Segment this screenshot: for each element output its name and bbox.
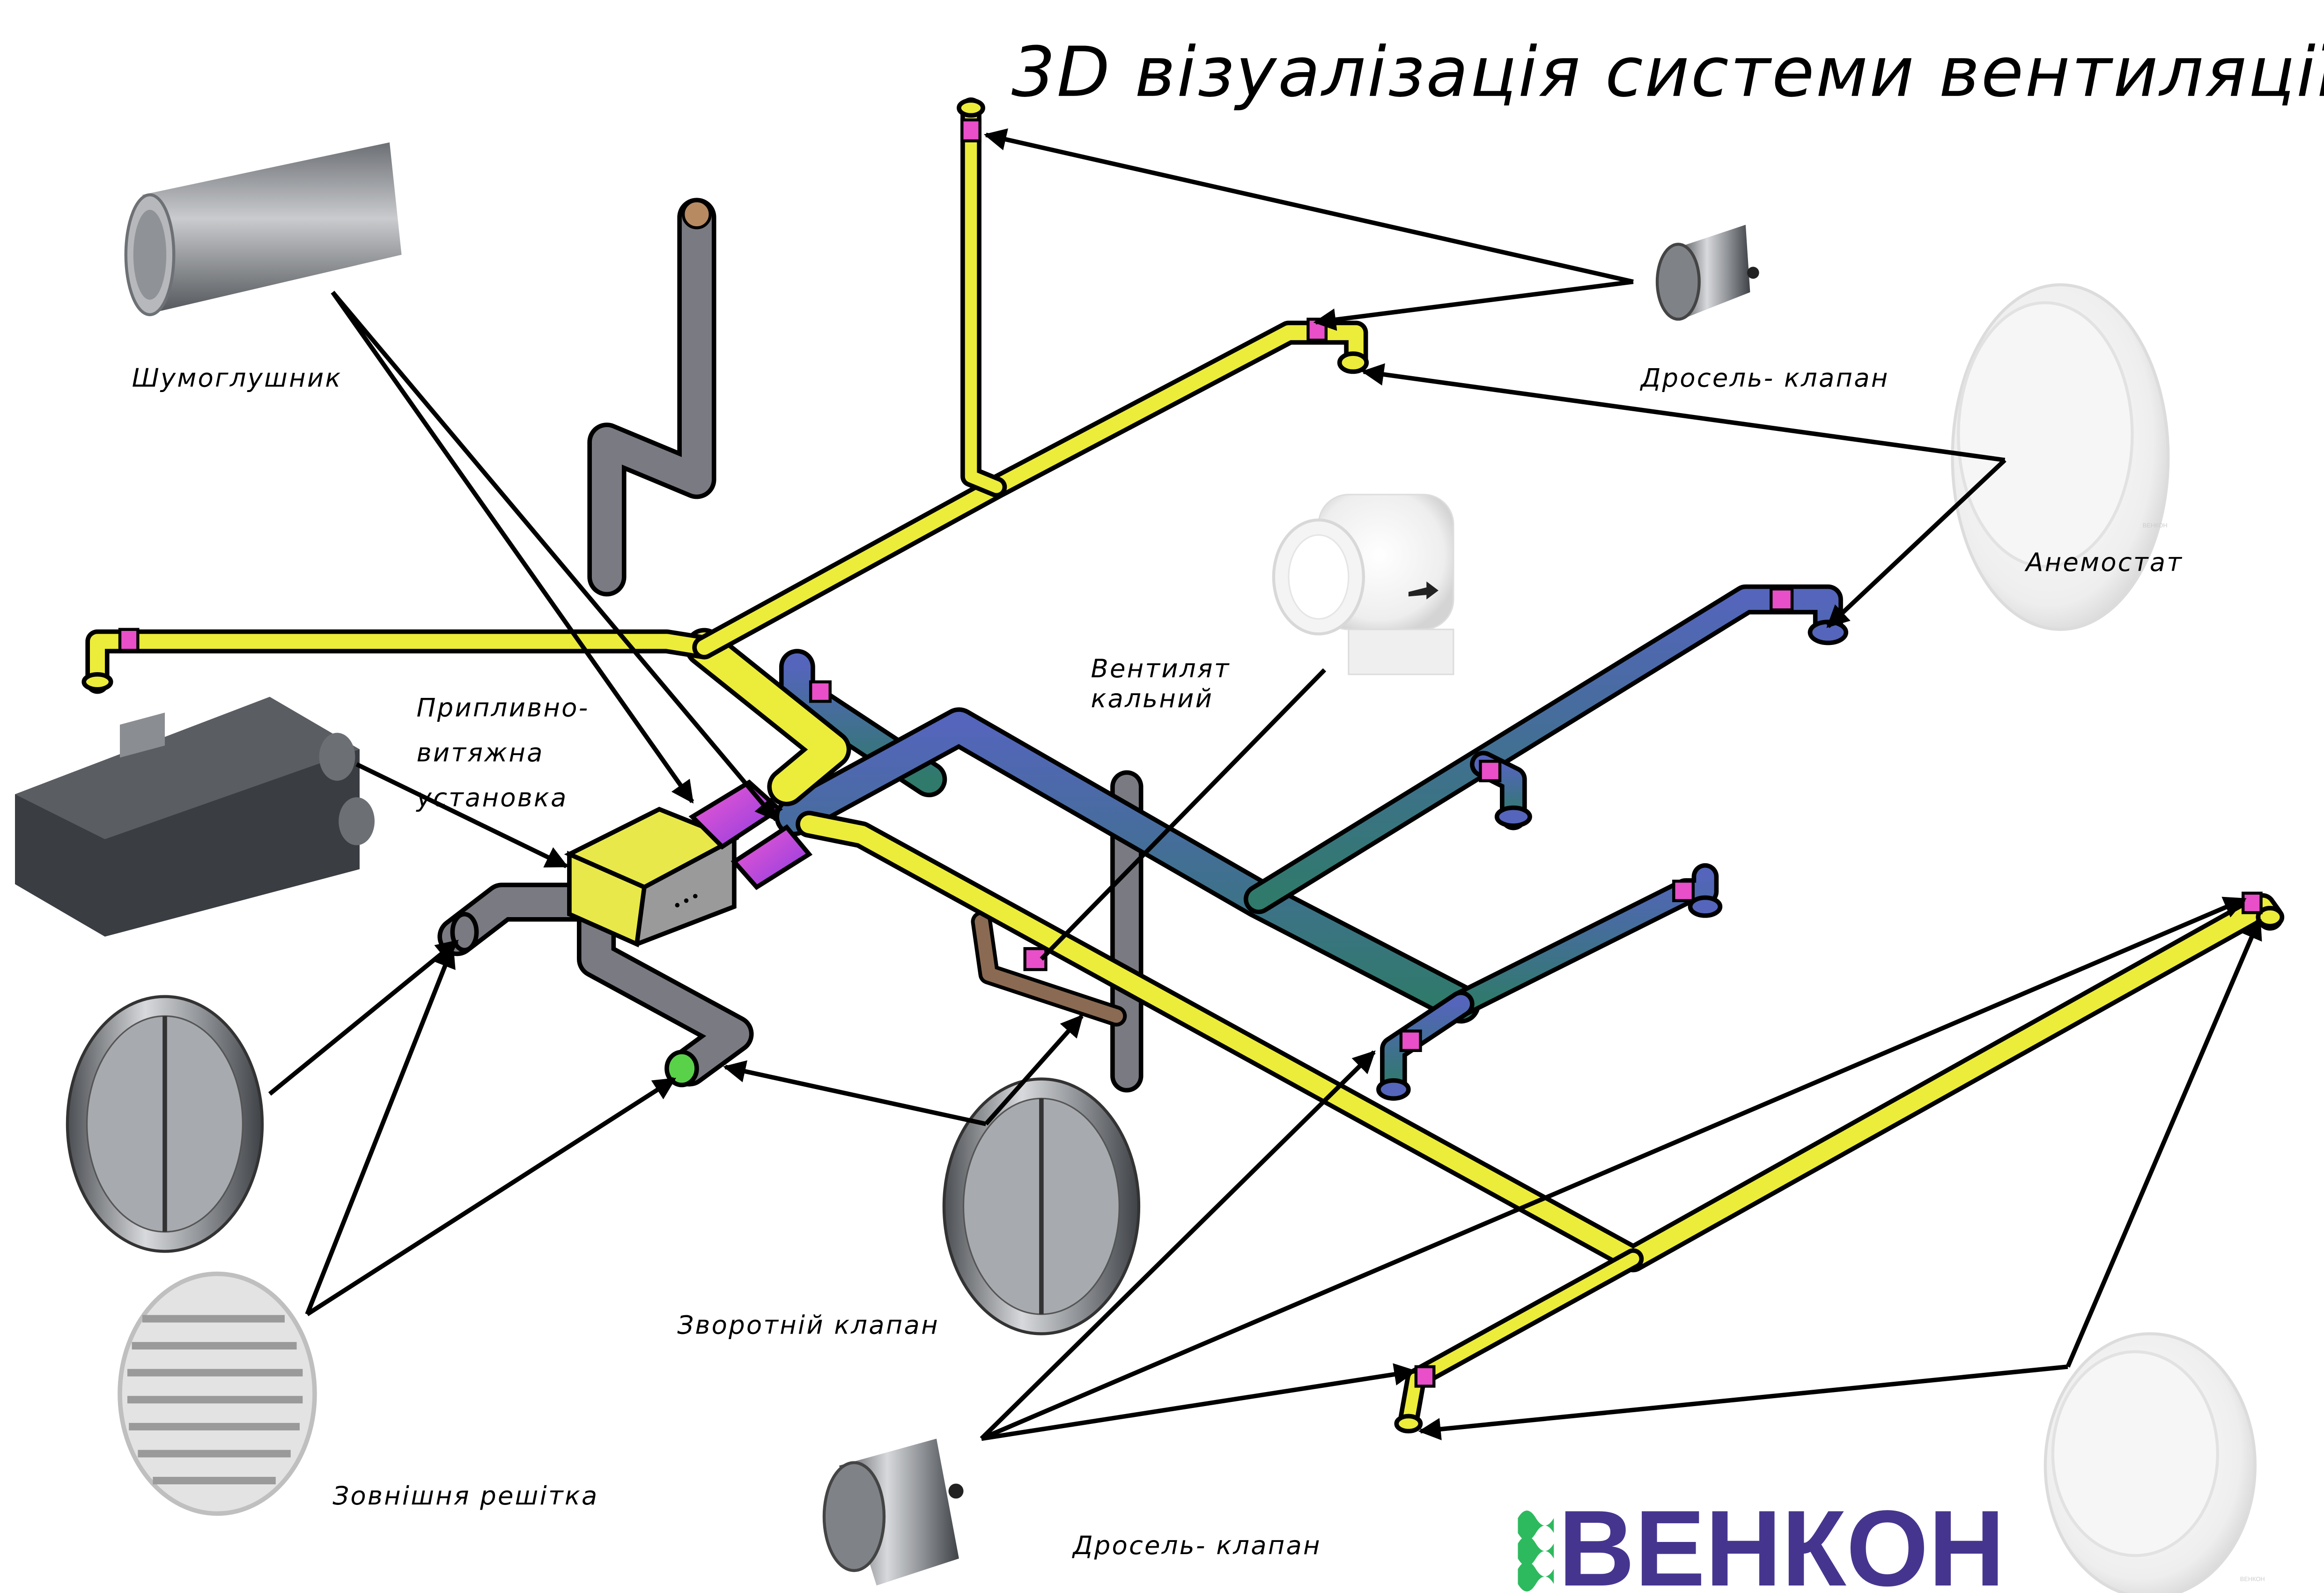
pointer-anemostat-top-1	[1361, 363, 2006, 462]
stack-cap-icon	[681, 199, 712, 230]
label-ahu-line-1: Припливно-	[417, 693, 590, 722]
damper-marker-icon	[1479, 760, 1502, 783]
pointer-throttle-top-1	[983, 128, 1634, 284]
damper-marker-icon	[118, 628, 140, 652]
label-outdoor-grille: Зовнішня решітка	[332, 1481, 598, 1511]
pointer-anemostat-bottom-2	[1418, 1364, 2068, 1441]
logo-waves-icon	[1518, 1511, 1554, 1592]
label-throttle-top: Дросель- клапан	[1640, 363, 1889, 393]
outdoor-intake-duct	[437, 882, 754, 1088]
anemostat-icon: ВЕНКОН	[2044, 1332, 2265, 1593]
exhaust-duct-network	[775, 584, 1849, 1101]
label-fan-line-1: Вентилят	[1091, 654, 1231, 683]
watermark-logo: ВЕНКОН	[2240, 1575, 2265, 1582]
pointer-silencer-1	[331, 291, 694, 804]
throttle-valve-icon	[1655, 224, 1759, 321]
pointer-silencer-2	[331, 290, 778, 822]
outdoor-grille-icon	[118, 1271, 317, 1516]
pointer-ahu	[355, 762, 568, 868]
label-ahu-line-3: установка	[416, 783, 568, 812]
damper-marker-icon	[960, 118, 981, 142]
anemostat-icon: ВЕНКОН	[1951, 283, 2170, 631]
outdoor-duct-group	[437, 198, 1144, 1093]
pointer-arrows	[268, 128, 2262, 1441]
pointer-fan	[1040, 668, 1327, 961]
label-silencer: Шумоглушник	[132, 363, 342, 393]
pointer-throttle-bottom-2	[981, 897, 2247, 1441]
pointer-throttle-bottom-3	[981, 1363, 1417, 1441]
silencer-icon	[124, 142, 402, 317]
label-check-valve: Зворотній клапан	[677, 1311, 939, 1340]
pointer-throttle-bottom-1	[980, 1050, 1376, 1440]
venkon-logo: ВЕНКОН	[1518, 1488, 2005, 1593]
watermark-logo: ВЕНКОН	[2143, 522, 2168, 529]
pointer-grille-2	[306, 1077, 676, 1316]
label-throttle-bottom: Дросель- клапан	[1072, 1531, 1321, 1560]
pointer-check-valve-left	[268, 939, 459, 1096]
check-valve-face-icon	[664, 1050, 699, 1088]
label-anemostat: Анемостат	[2024, 548, 2183, 577]
damper-marker-icon	[1770, 587, 1794, 612]
pointer-check-valve-mid-2	[723, 1060, 987, 1126]
throttle-valve-icon	[822, 1438, 964, 1586]
exhaust-stack-duct	[587, 198, 716, 597]
label-ahu-line-2: витяжна	[417, 738, 544, 767]
damper-marker-icon	[1414, 1365, 1436, 1388]
logo-text: ВЕНКОН	[1558, 1488, 2005, 1593]
pointer-anemostat-top-2	[1826, 458, 2007, 628]
pointer-grille-1	[305, 945, 456, 1315]
pointer-throttle-top-2	[1313, 279, 1634, 331]
pointer-anemostat-bottom-1	[2066, 916, 2262, 1368]
air-handling-unit-icon	[15, 696, 375, 937]
damper-marker-icon	[2242, 891, 2263, 914]
diagram-title: 3D візуалізація системи вентиляції	[1011, 32, 2324, 112]
label-fan-line-2: кальний	[1091, 684, 1214, 713]
damper-marker-icon	[1672, 880, 1695, 903]
damper-marker-icon	[809, 680, 832, 703]
duct-fan-icon	[1272, 494, 1454, 675]
pointer-check-valve-mid-1	[984, 1014, 1084, 1126]
damper-marker-icon	[1399, 1030, 1422, 1052]
check-valve-icon	[942, 1077, 1141, 1335]
supply-duct-network	[81, 97, 2285, 1434]
check-valve-icon	[66, 995, 264, 1253]
